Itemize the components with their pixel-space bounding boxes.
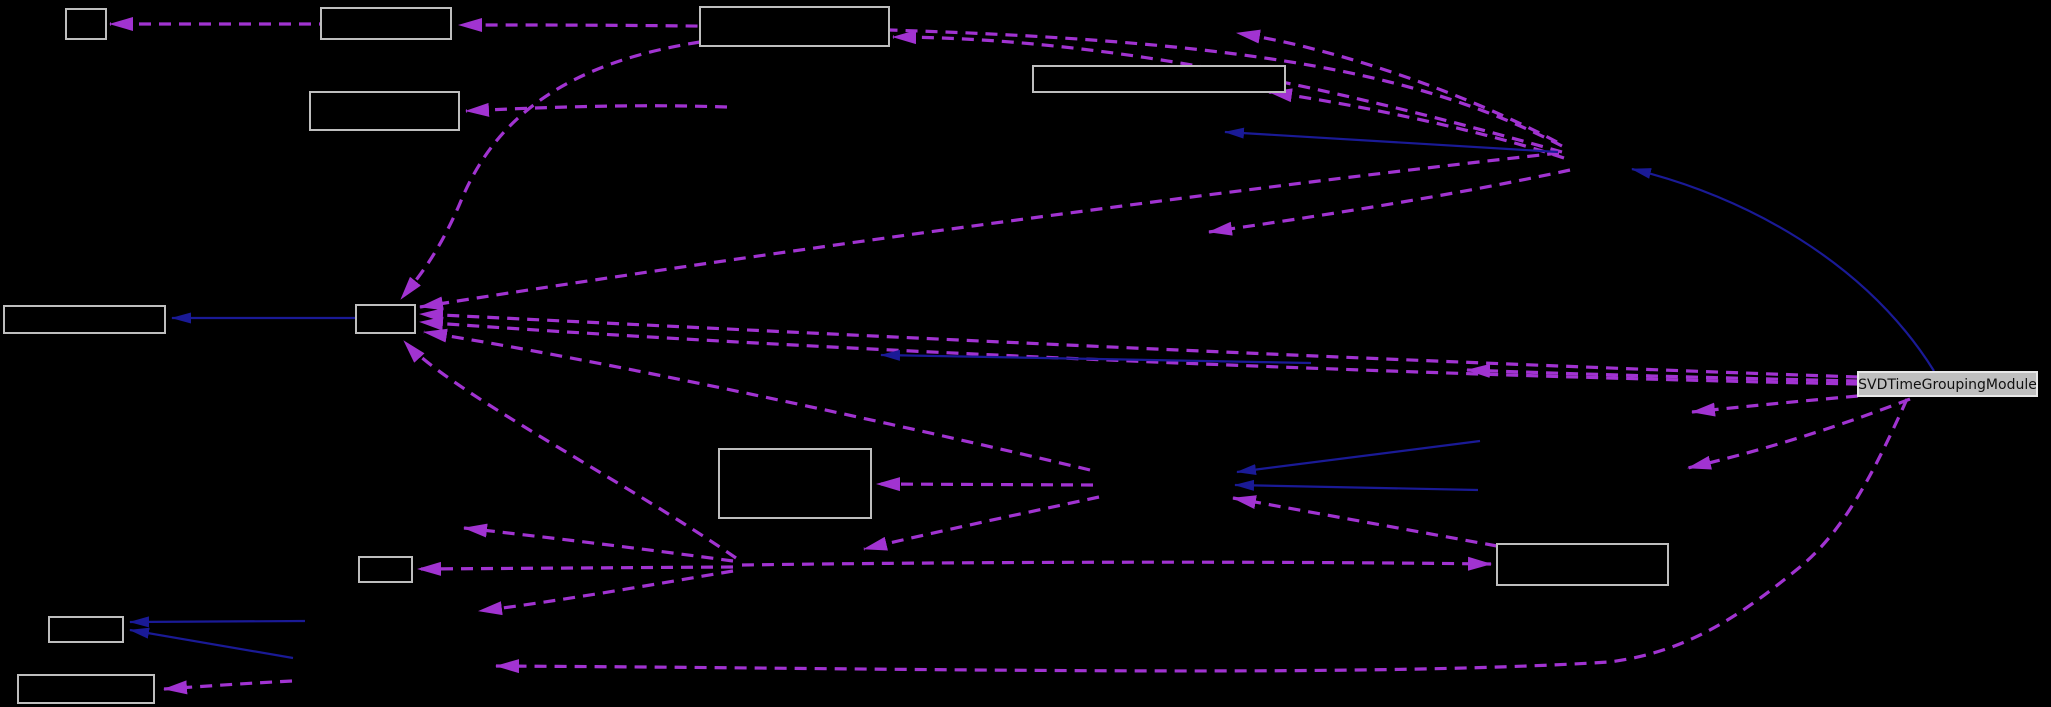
- class-node-box-g[interactable]: [355, 304, 416, 334]
- edge-e06-usage: [1208, 168, 1571, 236]
- class-node-box-i[interactable]: [718, 448, 872, 519]
- edge-e14-usage: [1466, 363, 1859, 383]
- edge-e21-usage: [417, 561, 734, 576]
- class-node-box-c[interactable]: [699, 6, 890, 47]
- node-box[interactable]: [17, 674, 155, 704]
- class-node-box-k[interactable]: [1496, 543, 1669, 586]
- node-box[interactable]: [309, 91, 460, 131]
- edge-e20-usage: [741, 556, 1492, 571]
- edge-e09-usage: [419, 316, 1859, 386]
- edge-e03-usage: [892, 30, 1563, 154]
- edge-e32-inheritance: [129, 627, 294, 660]
- node-box[interactable]: [1496, 543, 1669, 586]
- edge-e28-inheritance: [1236, 439, 1481, 476]
- edge-e19-usage: [1232, 495, 1498, 548]
- edge-e31-inheritance: [129, 616, 306, 628]
- edge-e29-inheritance: [1234, 479, 1479, 492]
- edge-e23-usage: [478, 569, 734, 616]
- edge-e15-usage: [1691, 394, 1859, 417]
- node-box[interactable]: [355, 304, 416, 334]
- edge-e25-usage: [163, 679, 293, 695]
- class-node-box-a[interactable]: [65, 8, 107, 40]
- edge-e13-usage: [465, 102, 728, 117]
- node-box[interactable]: [3, 305, 166, 334]
- edge-e30-inheritance: [880, 349, 1312, 365]
- edge-e04-usage: [1236, 29, 1558, 144]
- node-box[interactable]: [358, 556, 413, 583]
- class-node-box-l[interactable]: [48, 616, 124, 643]
- edge-e11-usage: [402, 339, 737, 560]
- class-node-box-d[interactable]: [1032, 65, 1286, 93]
- class-node-box-j[interactable]: [358, 556, 413, 583]
- edge-e16-usage: [1687, 397, 1911, 470]
- edge-e24-usage: [495, 398, 1909, 674]
- edge-e17-usage: [876, 477, 1094, 492]
- edge-e18-usage: [863, 495, 1100, 551]
- node-box[interactable]: [65, 8, 107, 40]
- edge-e05-usage: [1268, 88, 1565, 160]
- node-box[interactable]: [699, 6, 890, 47]
- node-box[interactable]: [48, 616, 124, 643]
- node-box[interactable]: [320, 7, 452, 40]
- class-node-box-f[interactable]: [3, 305, 166, 334]
- edge-e22-usage: [463, 523, 734, 563]
- edge-e08-usage: [419, 308, 1859, 379]
- edge-e12-usage: [399, 40, 701, 301]
- node-label: SVDTimeGroupingModule: [1858, 377, 2037, 393]
- class-node-svd-time-grouping-module[interactable]: SVDTimeGroupingModule: [1857, 371, 2038, 397]
- edge-e33-inheritance: [1224, 127, 1559, 154]
- edge-e27-inheritance: [1631, 167, 1935, 372]
- edge-e07-usage: [419, 151, 1560, 311]
- class-node-box-m[interactable]: [17, 674, 155, 704]
- highlighted-node-box[interactable]: [1857, 371, 2038, 397]
- node-box[interactable]: [1032, 65, 1286, 93]
- class-node-box-e[interactable]: [309, 91, 460, 131]
- node-box[interactable]: [718, 448, 872, 519]
- class-node-box-b[interactable]: [320, 7, 452, 40]
